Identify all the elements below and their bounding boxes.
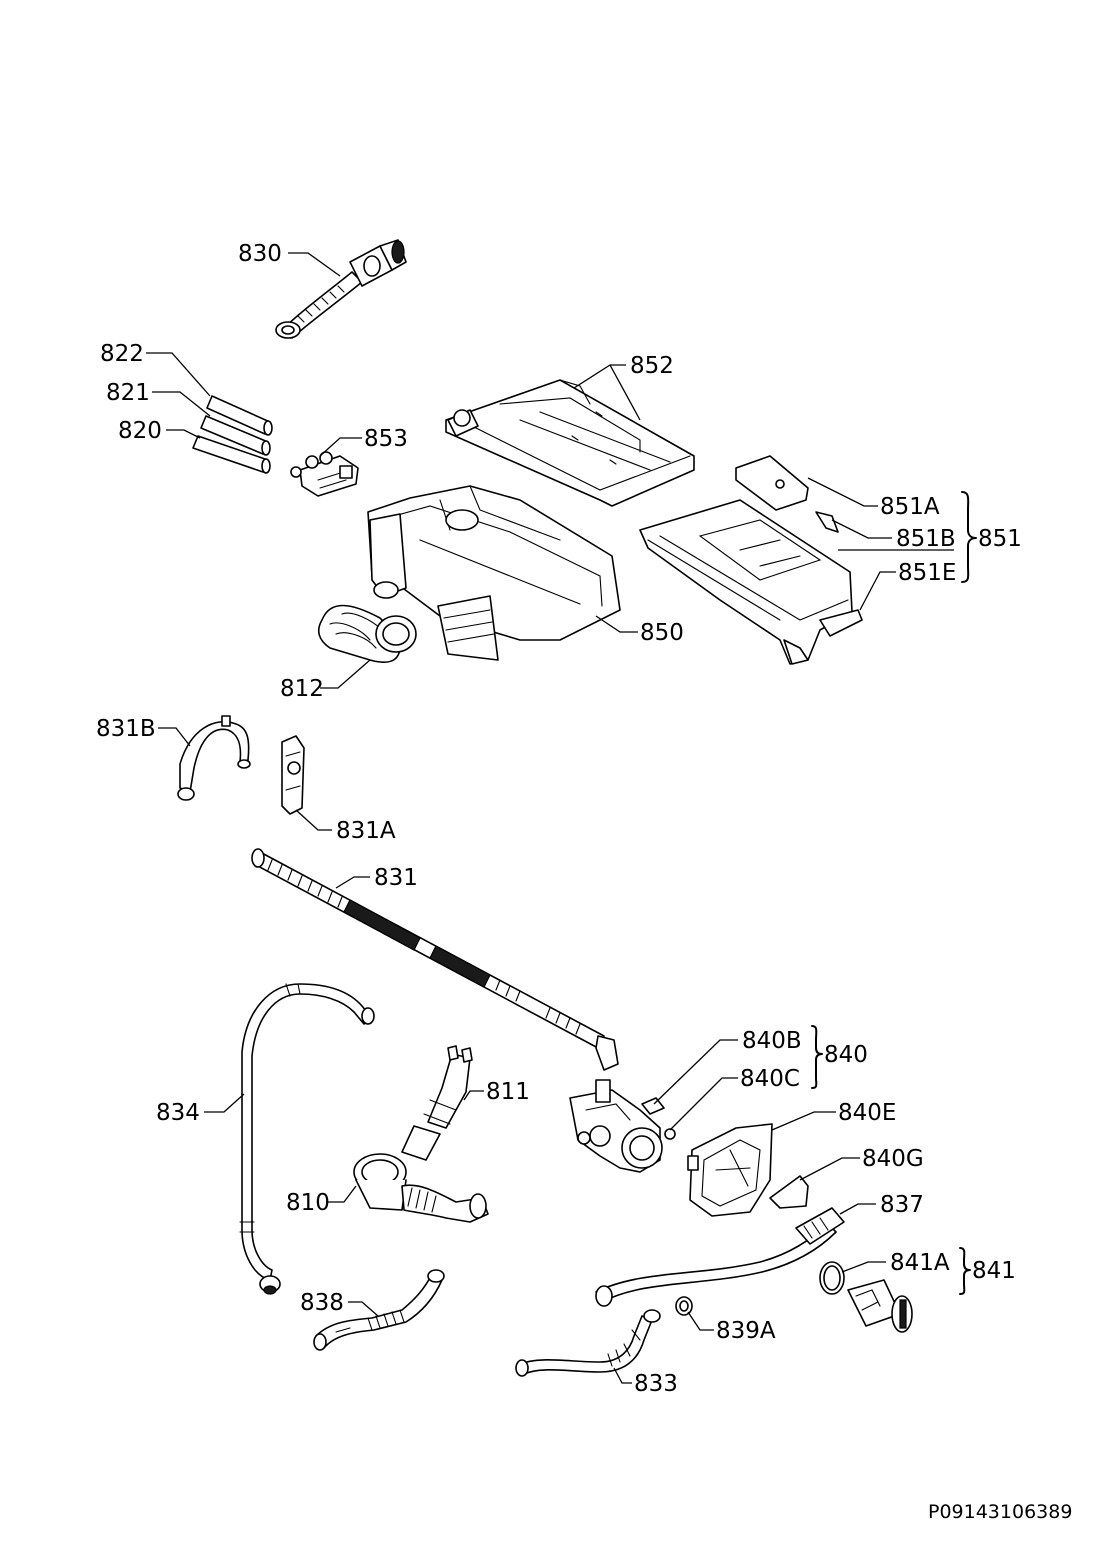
label-831A: 831A (336, 818, 396, 844)
part-850-dispenser-housing (367, 485, 621, 661)
label-853: 853 (364, 426, 408, 452)
label-851E: 851E (898, 560, 956, 586)
part-833-hose (515, 1309, 661, 1377)
parts-820-822-pipes (192, 395, 273, 474)
label-811: 811 (486, 1079, 530, 1105)
part-labels: 830 822 821 820 853 852 851A 851B 851E 8… (96, 241, 1022, 1397)
label-831: 831 (374, 865, 418, 891)
label-812: 812 (280, 676, 324, 702)
part-853-valve (290, 451, 359, 497)
part-840-drain-pump (569, 1079, 676, 1173)
part-851-detergent-drawer (639, 455, 863, 665)
part-841-filter (819, 1261, 913, 1333)
label-840: 840 (824, 1042, 868, 1068)
label-841A: 841A (890, 1250, 950, 1276)
leader-lines (146, 252, 954, 1384)
label-840G: 840G (862, 1146, 924, 1172)
label-833: 833 (634, 1371, 678, 1397)
label-810: 810 (286, 1190, 330, 1216)
label-840C: 840C (740, 1066, 800, 1092)
label-834: 834 (156, 1100, 200, 1126)
part-838-hose (313, 1269, 445, 1351)
part-852-dispenser-lid (445, 379, 695, 507)
label-851A: 851A (880, 494, 940, 520)
brace-851 (961, 491, 977, 583)
part-834-hose (239, 983, 375, 1295)
label-840E: 840E (838, 1100, 896, 1126)
label-852: 852 (630, 353, 674, 379)
label-851B: 851B (896, 526, 956, 552)
part-831A-clip (281, 735, 305, 815)
label-820: 820 (118, 418, 162, 444)
label-831B: 831B (96, 716, 156, 742)
label-841: 841 (972, 1258, 1016, 1284)
label-821: 821 (106, 380, 150, 406)
part-830-inlet-hose (275, 239, 407, 339)
part-837-hose (595, 1207, 845, 1307)
brace-840 (811, 1025, 823, 1089)
part-840E-pump-cover (687, 1123, 773, 1217)
reference-code: P09143106389 (928, 1501, 1072, 1523)
part-812-bellows-hose (317, 604, 417, 664)
label-839A: 839A (716, 1318, 776, 1344)
part-839A-plug (675, 1296, 693, 1316)
part-811-sump-hose (401, 1045, 473, 1161)
part-840G-cover-flap (769, 1175, 809, 1209)
label-837: 837 (880, 1192, 924, 1218)
label-830: 830 (238, 241, 282, 267)
part-831B-hose-hook (177, 715, 251, 801)
label-851: 851 (978, 526, 1022, 552)
brace-841 (959, 1247, 971, 1295)
label-822: 822 (100, 341, 144, 367)
part-831-drain-hose (251, 848, 619, 1071)
label-838: 838 (300, 1290, 344, 1316)
part-810-sump (353, 1153, 489, 1223)
label-850: 850 (640, 620, 684, 646)
label-840B: 840B (742, 1028, 802, 1054)
